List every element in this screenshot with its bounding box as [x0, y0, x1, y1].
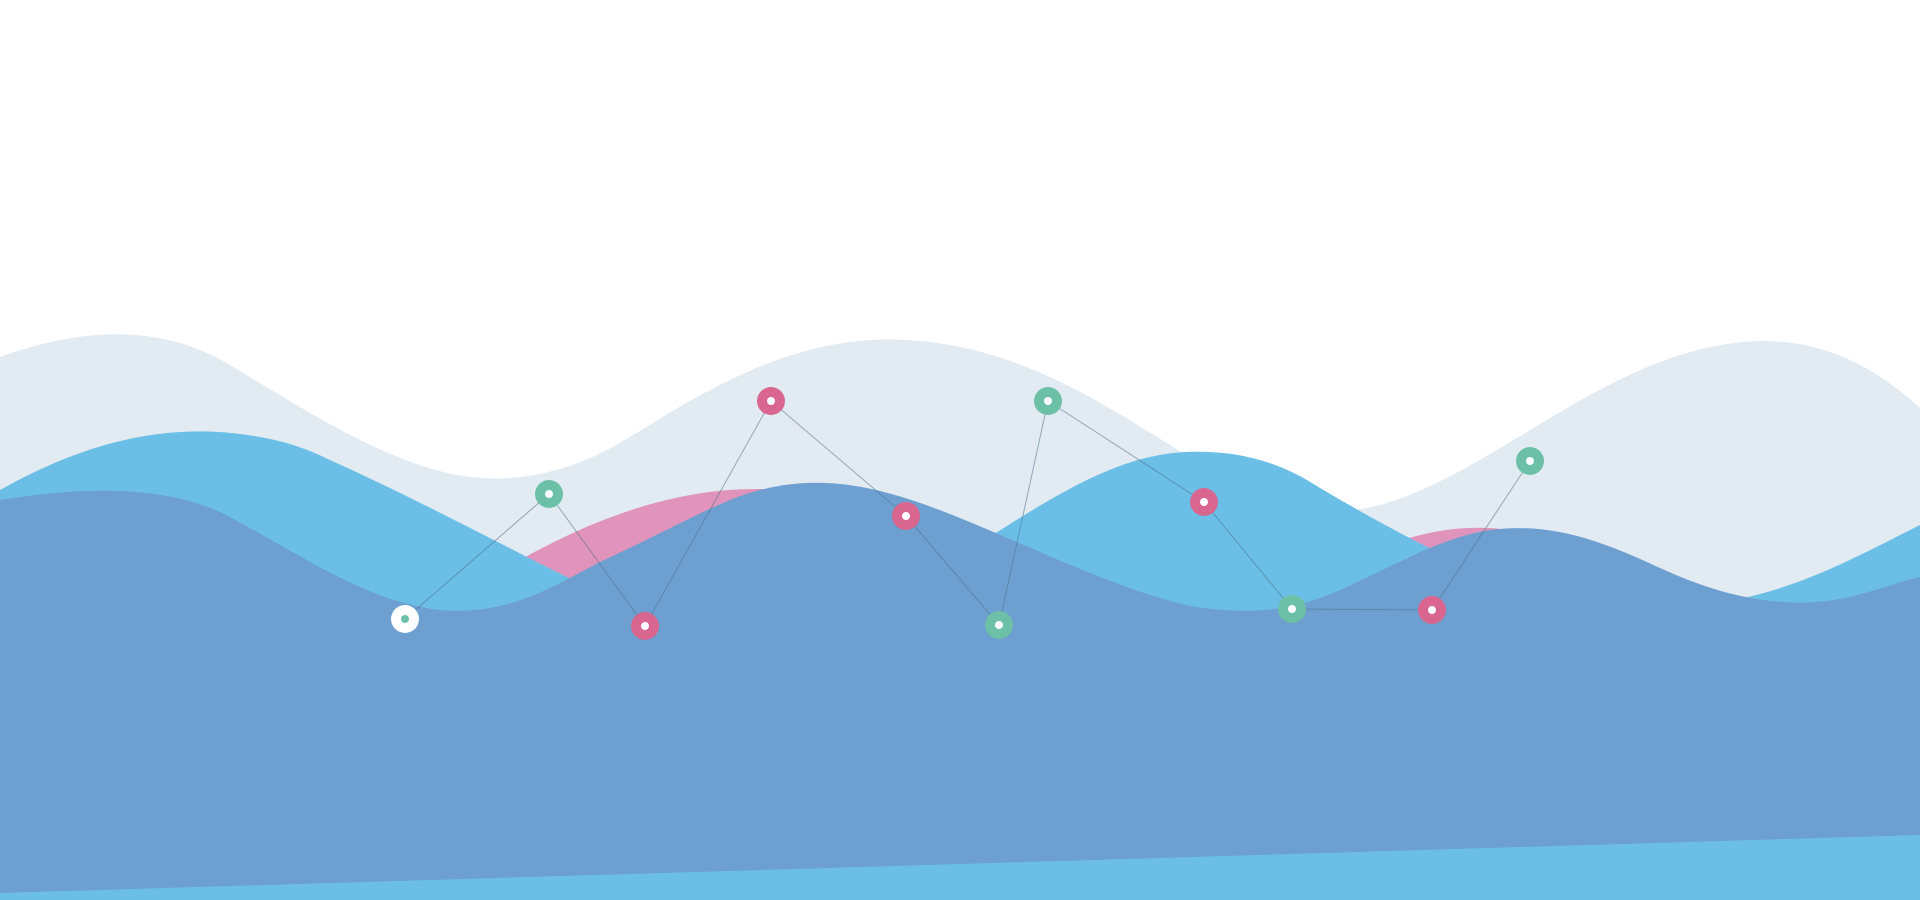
- connector-line: [1203, 501, 1293, 610]
- connector-line: [644, 400, 772, 627]
- connector-line: [1291, 608, 1433, 611]
- connector-line: [1047, 400, 1205, 503]
- node-pink-4: [1190, 488, 1218, 516]
- node-green-2: [985, 611, 1013, 639]
- band-bottom: [0, 835, 1920, 900]
- connector-line: [770, 400, 907, 517]
- node-pink-2: [757, 387, 785, 415]
- node-pink-3: [892, 502, 920, 530]
- connector-line: [1431, 460, 1531, 611]
- connector-lines: [404, 400, 1531, 627]
- node-green-4: [1278, 595, 1306, 623]
- connector-line: [548, 493, 646, 627]
- node-green-1: [535, 480, 563, 508]
- connector-line: [905, 515, 1000, 626]
- node-green-3: [1034, 387, 1062, 415]
- node-green-5: [1516, 447, 1544, 475]
- node-pink-1: [631, 612, 659, 640]
- connector-line: [404, 493, 550, 620]
- nodes: [391, 387, 1544, 640]
- wave-front: [0, 482, 1920, 900]
- connector-line: [998, 400, 1049, 626]
- node-pink-5: [1418, 596, 1446, 624]
- node-white: [391, 605, 419, 633]
